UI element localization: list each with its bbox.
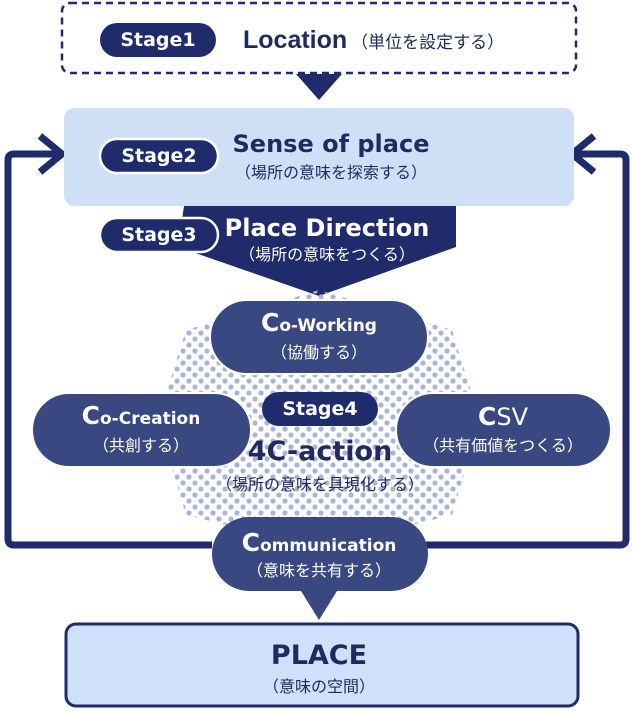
communication-title: Communication	[242, 528, 397, 557]
communication-subtitle: （意味を共有する）	[247, 561, 391, 580]
feedback-loop-line-right	[420, 150, 630, 549]
coworking-title: Co-Working	[261, 308, 377, 337]
stage3-funnel	[178, 206, 456, 296]
communication-pill	[212, 517, 428, 620]
stage2-badge	[98, 137, 220, 175]
cocreation-title: Co-Creation	[82, 401, 201, 430]
arrow-stage1-to-stage2	[296, 74, 342, 100]
stage4-badge-label: Stage4	[282, 398, 357, 420]
place-subtitle: （意味の空間）	[263, 677, 375, 696]
stage2-box	[64, 108, 574, 206]
place-box	[64, 622, 580, 708]
csv-title: CSV	[478, 402, 529, 431]
stage4-subtitle: （場所の意味を具現化する）	[216, 475, 424, 494]
stage3-badge-label: Stage3	[121, 224, 196, 246]
coworking-pill	[209, 299, 429, 375]
coworking-subtitle: （協働する）	[271, 343, 367, 362]
stage1-subtitle: （単位を設定する）	[351, 33, 504, 52]
stage3-subtitle: （場所の意味をつくる）	[239, 245, 415, 264]
stage3-title: Place Direction	[225, 214, 430, 242]
loop-arrowhead-left	[37, 133, 68, 175]
cocreation-pill	[31, 392, 252, 468]
stage2-badge-label: Stage2	[121, 145, 196, 167]
stage4-title: 4C-action	[248, 436, 393, 467]
stage1-title: Location（単位を設定する）	[243, 26, 504, 54]
stage2-subtitle: （場所の意味を探索する）	[235, 163, 427, 182]
stage4-badge	[262, 392, 378, 426]
stage1-badge-label: Stage1	[120, 29, 195, 51]
csv-pill	[395, 392, 612, 468]
stage3-badge	[98, 216, 220, 254]
stage1-badge	[100, 23, 216, 57]
place-title: PLACE	[271, 640, 367, 671]
cocreation-subtitle: （共創する）	[93, 436, 189, 455]
stage2-title: Sense of place	[233, 130, 430, 158]
csv-subtitle: （共有価値をつくる）	[423, 436, 583, 455]
feedback-loop-line	[4, 150, 212, 549]
